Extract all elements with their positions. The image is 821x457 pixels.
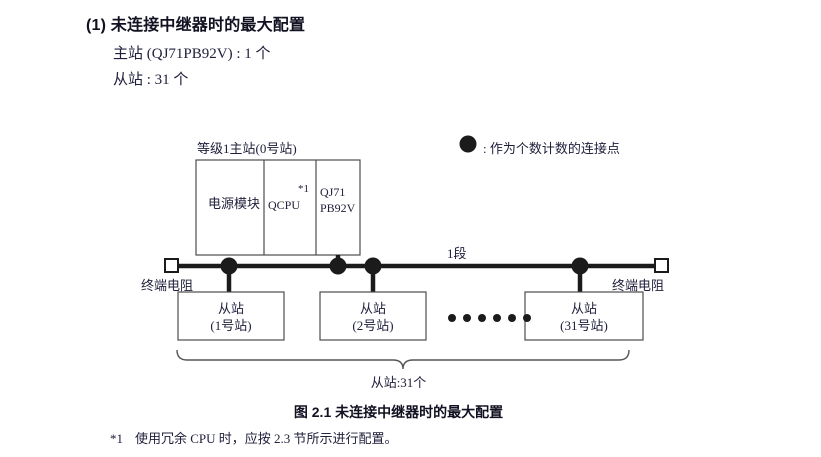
footnote: *1 使用冗余 CPU 时，应按 2.3 节所示进行配置。 xyxy=(110,428,398,447)
master-rack-box xyxy=(195,159,361,256)
slave-title: 从站 xyxy=(359,301,386,316)
terminal-resistor-left-label: 终端电阻 xyxy=(141,278,194,293)
master-rack-label: 等级1主站(0号站) xyxy=(197,141,297,156)
master-module-label-line1: QJ71 xyxy=(320,185,346,199)
master-module-label-line2: PB92V xyxy=(320,201,356,215)
ellipsis-dots xyxy=(448,314,531,322)
power-module-label: 电源模块 xyxy=(207,196,260,211)
spec-master-count: 主站 (QJ71PB92V) : 1 个 xyxy=(113,46,271,62)
spec-slave-count: 从站 : 31 个 xyxy=(113,72,189,88)
slave-station-number: (2号站) xyxy=(352,318,394,333)
slave-station-label-3: 从站 (31号站) xyxy=(525,300,643,334)
slave-station-number: (1号站) xyxy=(210,318,252,333)
figure-caption-text: 图 2.1 未连接中继器时的最大配置 xyxy=(293,404,504,420)
footnote-text: 使用冗余 CPU 时，应按 2.3 节所示进行配置。 xyxy=(135,431,398,446)
slave-station-box-2 xyxy=(319,291,427,341)
slave-group-brace xyxy=(176,349,630,370)
connection-point-dot xyxy=(329,257,347,275)
slave-group-caption: 从站:31个 xyxy=(0,372,821,391)
slave-station-label-1: 从站 (1号站) xyxy=(178,300,284,334)
cpu-module-footnote-mark: *1 xyxy=(298,183,309,195)
terminal-resistor-left-icon xyxy=(164,258,179,273)
terminal-resistor-right-label: 终端电阻 xyxy=(612,278,665,293)
slave-station-label-2: 从站 (2号站) xyxy=(320,300,426,334)
slave-title: 从站 xyxy=(217,301,244,316)
slave-station-number: (31号站) xyxy=(560,318,608,333)
slave-group-caption-text: 从站:31个 xyxy=(370,375,427,390)
slave-station-box-1 xyxy=(177,291,285,341)
footnote-mark: *1 xyxy=(110,431,123,446)
page-title: (1) 未连接中继器时的最大配置 xyxy=(86,17,306,34)
segment-label: 1段 xyxy=(447,246,467,261)
slave-title: 从站 xyxy=(570,301,597,316)
cpu-module-label: QCPU xyxy=(268,198,301,212)
legend-label: : 作为个数计数的连接点 xyxy=(483,141,620,156)
terminal-resistor-right-icon xyxy=(654,258,669,273)
legend-filled-circle-icon xyxy=(459,135,477,153)
figure-caption: 图 2.1 未连接中继器时的最大配置 xyxy=(0,402,821,422)
